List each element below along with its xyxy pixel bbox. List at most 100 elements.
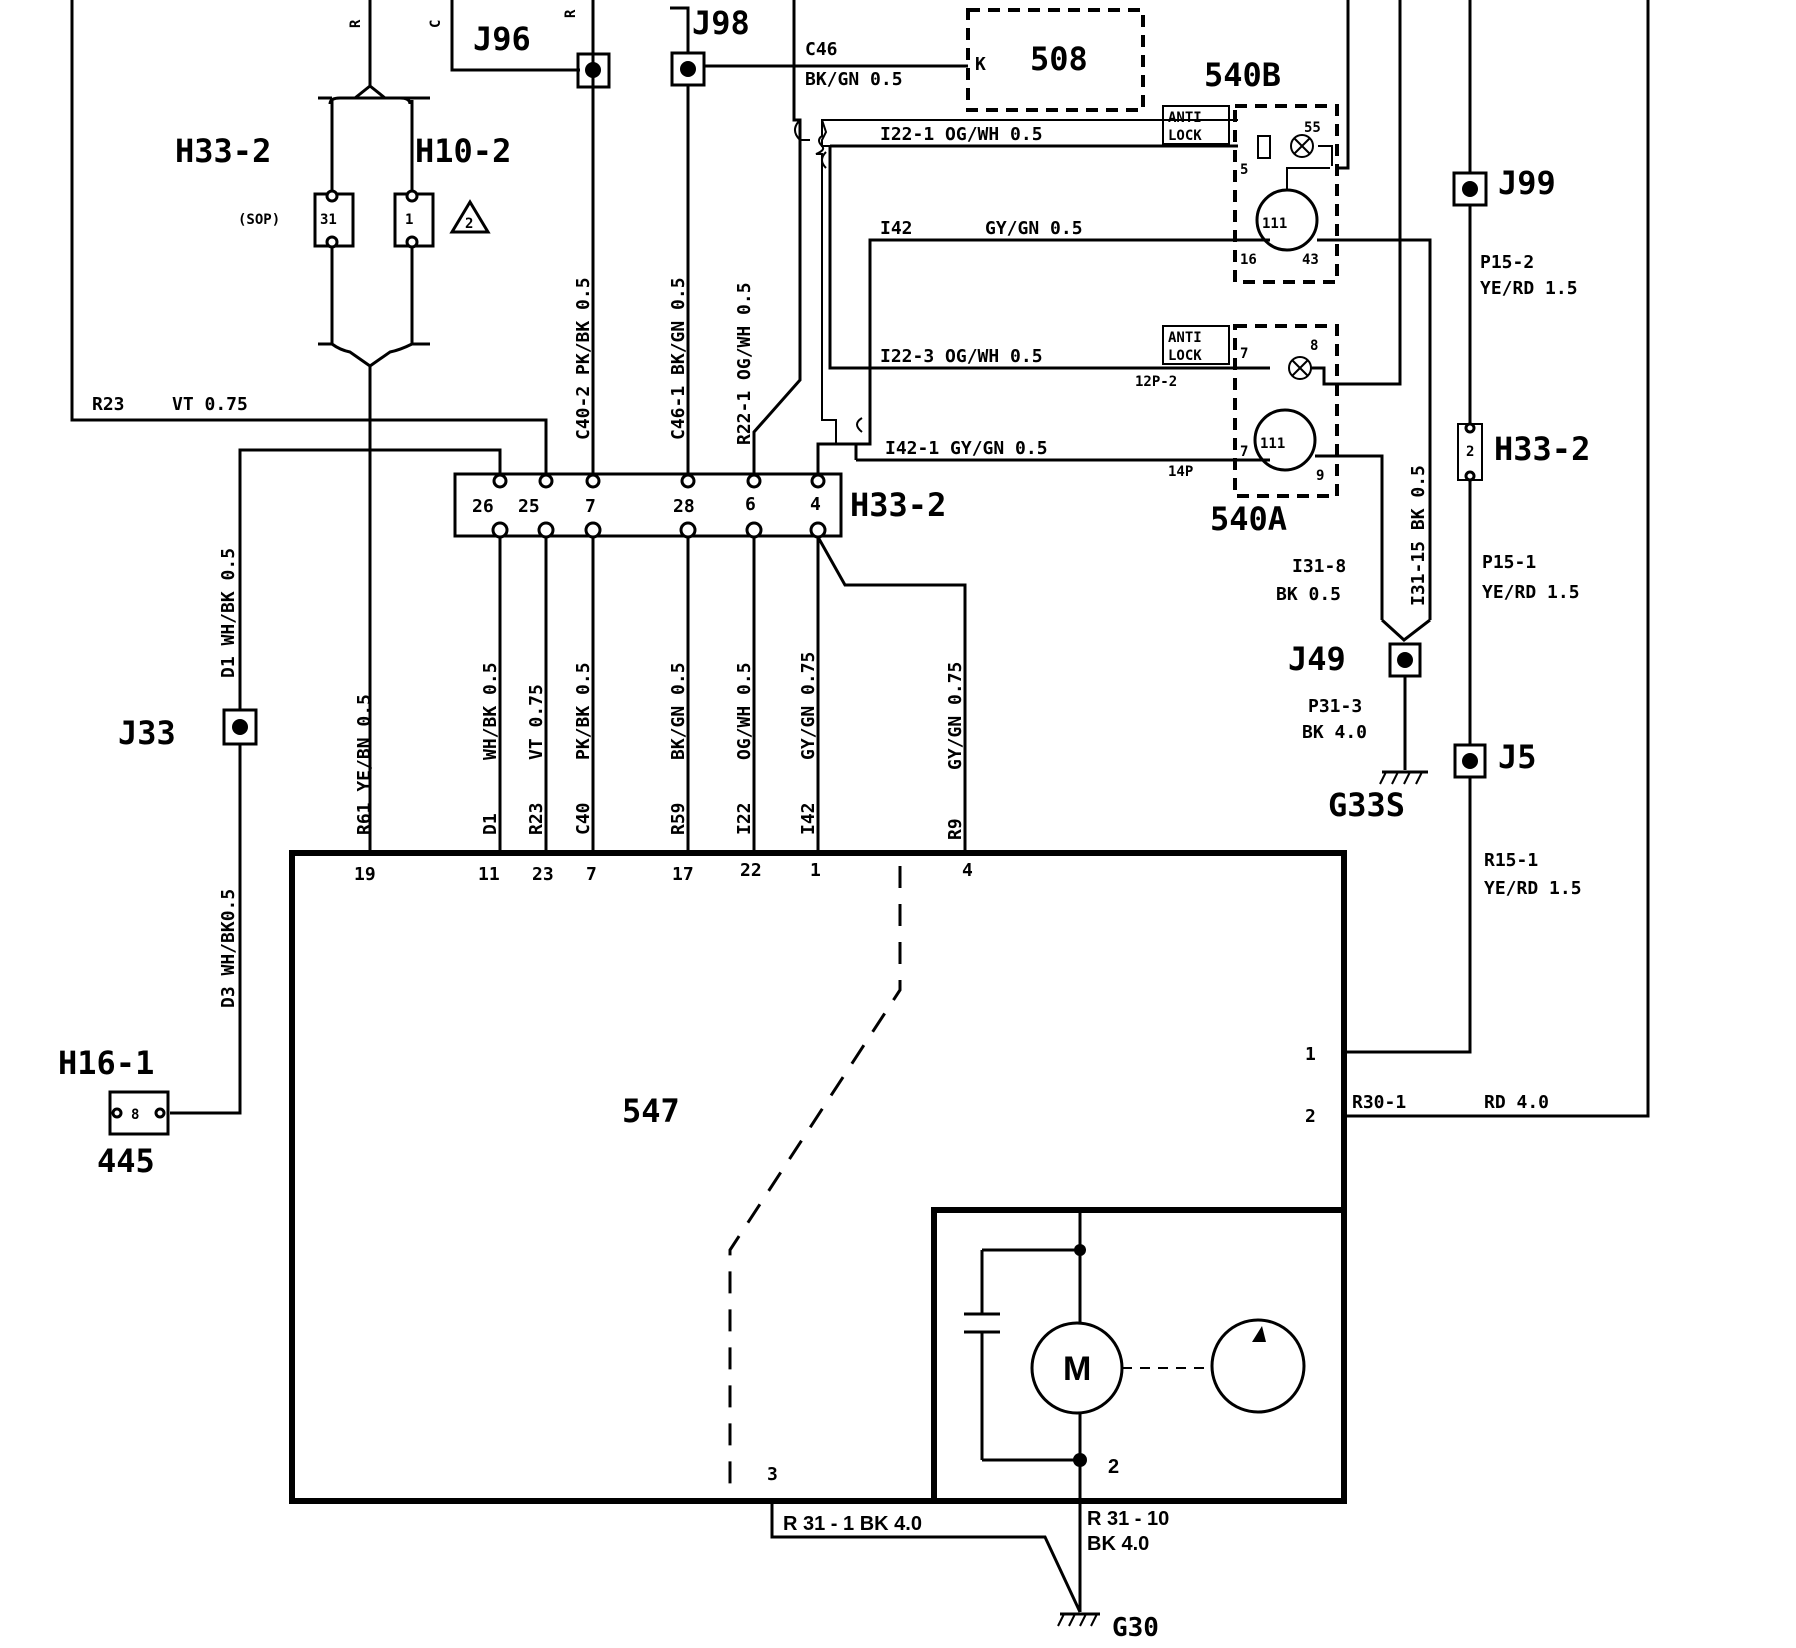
wire-R30-1-label: R30-1 <box>1352 1092 1406 1113</box>
sop-label: (SOP) <box>238 212 280 228</box>
connector-H16-1 <box>108 1090 170 1136</box>
component-445-label: 445 <box>97 1142 155 1180</box>
wire-top-R2: R <box>563 9 579 18</box>
module-547-label: 547 <box>622 1092 680 1130</box>
wire-P15-1-label: P15-1 <box>1482 552 1536 573</box>
ground-G30-label: G30 <box>1112 1613 1159 1643</box>
unit-540B-pin-55: 55 <box>1304 120 1321 136</box>
connector-H16-1-label: H16-1 <box>58 1044 154 1082</box>
module-pin-11: 11 <box>478 864 500 885</box>
h33-pin-28: 28 <box>673 496 695 517</box>
wire-D1-top-label: D1 WH/BK 0.5 <box>218 548 239 678</box>
unit-540A-pin-7: 7 <box>1240 346 1248 362</box>
module-pin-23: 23 <box>532 864 554 885</box>
lamp-icon-540B <box>1290 134 1314 158</box>
fuse-H33-2-label: H33-2 <box>175 132 271 170</box>
wire-R9-label: R9 <box>945 818 966 840</box>
module-pin-1: 1 <box>810 860 821 881</box>
module-pin-19: 19 <box>354 864 376 885</box>
wire-I31-8-color: BK 0.5 <box>1276 584 1341 605</box>
wire-I31-15-label: I31-15 BK 0.5 <box>1408 465 1429 606</box>
wire-I22-color: OG/WH 0.5 <box>734 662 755 760</box>
wire-I31-8-label: I31-8 <box>1292 556 1346 577</box>
connector-H33-2-right-label: H33-2 <box>1494 430 1590 468</box>
wire-I42b-color: GY/GN 0.75 <box>798 652 819 760</box>
h33-pin-6: 6 <box>745 494 756 515</box>
h33-pin-4: 4 <box>810 494 821 515</box>
wire-D1-label: D1 <box>480 813 501 835</box>
fuse-H10-2-label: H10-2 <box>415 132 511 170</box>
unit-540A-label: 540A <box>1210 500 1287 538</box>
unit-540A-pin-8: 8 <box>1310 338 1318 354</box>
wire-I42-color: GY/GN 0.5 <box>985 218 1083 239</box>
unit-540B-label: 540B <box>1204 56 1281 94</box>
wire-R23b-color: VT 0.75 <box>526 684 547 760</box>
connector-H16-1-pin-8: 8 <box>131 1107 139 1123</box>
h33-pin-25: 25 <box>518 496 540 517</box>
wire-P15-2-label: P15-2 <box>1480 252 1534 273</box>
unit-540B-pin-16: 16 <box>1240 252 1257 268</box>
switch-111-540B-label: 111 <box>1262 216 1287 232</box>
module-pin-22: 22 <box>740 860 762 881</box>
connector-J33-label: J33 <box>118 714 176 752</box>
wire-R15-1-label: R15-1 <box>1484 850 1538 871</box>
unit-540A-pin-9: 9 <box>1316 468 1324 484</box>
module-pin-7: 7 <box>586 864 597 885</box>
wire-C40-2-label: C40-2 PK/BK 0.5 <box>573 277 594 440</box>
anti-lock-indicator-540B <box>1162 105 1230 145</box>
fuse-31-label: 31 <box>320 212 337 228</box>
wire-top-C: C <box>428 20 444 28</box>
wire-R23b-label: R23 <box>526 802 547 835</box>
motor-pin-2: 2 <box>1108 1456 1119 1478</box>
wire-P31-3-label: P31-3 <box>1308 696 1362 717</box>
module-547-box <box>289 850 1347 1504</box>
wire-R31-1-label: R 31 - 1 BK 4.0 <box>783 1513 922 1535</box>
component-508-box <box>966 8 1145 112</box>
wire-C46-label: C46 <box>805 39 838 60</box>
warning-triangle-icon <box>449 199 491 234</box>
position-sensor-icon <box>1210 1318 1306 1414</box>
anti-lock-540A-line1: ANTI <box>1168 330 1202 346</box>
wire-I22-label: I22 <box>734 802 755 835</box>
module-pin-3: 3 <box>767 1464 778 1485</box>
connector-H33-2-label: H33-2 <box>850 486 946 524</box>
unit-540B-pin-5: 5 <box>1240 162 1248 178</box>
unit-540A-pin-14P: 14P <box>1168 464 1193 480</box>
unit-540A-pin-12P2: 12P-2 <box>1135 374 1177 390</box>
connector-J98-label: J98 <box>692 4 750 42</box>
wire-I42-label: I42 <box>880 218 913 239</box>
wire-I22-3-label: I22-3 OG/WH 0.5 <box>880 346 1043 367</box>
switch-111-540A-label: 111 <box>1260 436 1285 452</box>
module-pin-17: 17 <box>672 864 694 885</box>
component-508-label: 508 <box>1030 40 1088 78</box>
wire-R22-1-label: R22-1 OG/WH 0.5 <box>734 282 755 445</box>
unit-540A-pin-7b: 7 <box>1240 444 1248 460</box>
anti-lock-indicator-540A <box>1162 325 1230 365</box>
internal-switch-dashed <box>728 866 902 1500</box>
wire-P15-2-color: YE/RD 1.5 <box>1480 278 1578 299</box>
wire-P15-1-color: YE/RD 1.5 <box>1482 582 1580 603</box>
wire-R31-10-label: R 31 - 10 <box>1087 1508 1169 1530</box>
component-508-pin-K: K <box>975 54 986 75</box>
wire-R31-10-color: BK 4.0 <box>1087 1533 1149 1555</box>
wire-D3-label: D3 WH/BK0.5 <box>218 889 239 1008</box>
wire-R23-color: VT 0.75 <box>172 394 248 415</box>
wire-D1-color: WH/BK 0.5 <box>480 662 501 760</box>
h33-pin-7: 7 <box>585 496 596 517</box>
connector-H33-2-strip <box>453 472 843 538</box>
unit-540A-box <box>1233 324 1339 498</box>
anti-lock-540B-line1: ANTI <box>1168 110 1202 126</box>
connector-J49-label: J49 <box>1288 640 1346 678</box>
unit-540B-pin-43: 43 <box>1302 252 1319 268</box>
motor-label: M <box>1063 1350 1091 1388</box>
module-pin-right-2: 2 <box>1305 1106 1316 1127</box>
wire-C46-color: BK/GN 0.5 <box>805 69 903 90</box>
wire-C40-label: C40 <box>573 802 594 835</box>
wire-P31-3-color: BK 4.0 <box>1302 722 1367 743</box>
wire-R30-1-color: RD 4.0 <box>1484 1092 1549 1113</box>
unit-540B-box <box>1233 104 1339 284</box>
connector-J5-label: J5 <box>1498 738 1537 776</box>
wire-I22-1-label: I22-1 OG/WH 0.5 <box>880 124 1043 145</box>
wire-C46-1-label: C46-1 BK/GN 0.5 <box>668 277 689 440</box>
